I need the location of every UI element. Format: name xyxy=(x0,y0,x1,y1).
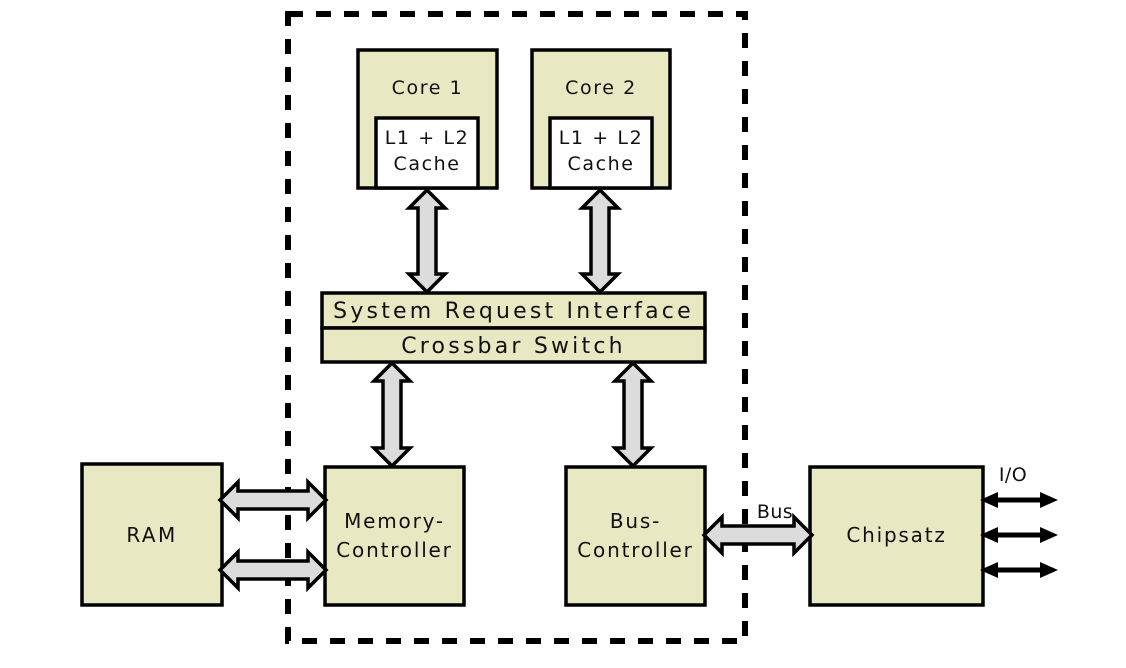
crossbar-switch-box[interactable] xyxy=(320,326,707,364)
arrow-core2-sri[interactable] xyxy=(577,187,623,295)
ram-box[interactable] xyxy=(80,462,224,607)
io-arrows-group[interactable] xyxy=(980,492,1058,578)
core-1-group[interactable] xyxy=(356,48,499,190)
arrow-crossbar-memory-controller[interactable] xyxy=(369,360,415,469)
arrow-ram-memory-controller-lower[interactable] xyxy=(217,547,329,593)
cpu-die-boundary xyxy=(285,11,748,644)
core-2-group[interactable] xyxy=(530,48,672,190)
chipsatz-box[interactable] xyxy=(808,465,985,607)
io-arrow-3[interactable] xyxy=(980,562,1058,578)
core-2-cache-box[interactable] xyxy=(548,116,654,190)
io-arrow-1[interactable] xyxy=(980,492,1058,508)
arrow-core1-sri[interactable] xyxy=(404,187,450,295)
arrow-crossbar-bus-controller[interactable] xyxy=(610,360,656,469)
arrow-bus-controller-chipsatz[interactable] xyxy=(701,512,815,558)
bus-controller-box[interactable] xyxy=(564,465,707,607)
memory-controller-box[interactable] xyxy=(323,465,466,607)
core-1-cache-box[interactable] xyxy=(374,116,480,190)
arrow-ram-memory-controller-upper[interactable] xyxy=(217,477,329,523)
io-arrow-2[interactable] xyxy=(980,527,1058,543)
system-request-interface-box[interactable] xyxy=(320,291,707,330)
